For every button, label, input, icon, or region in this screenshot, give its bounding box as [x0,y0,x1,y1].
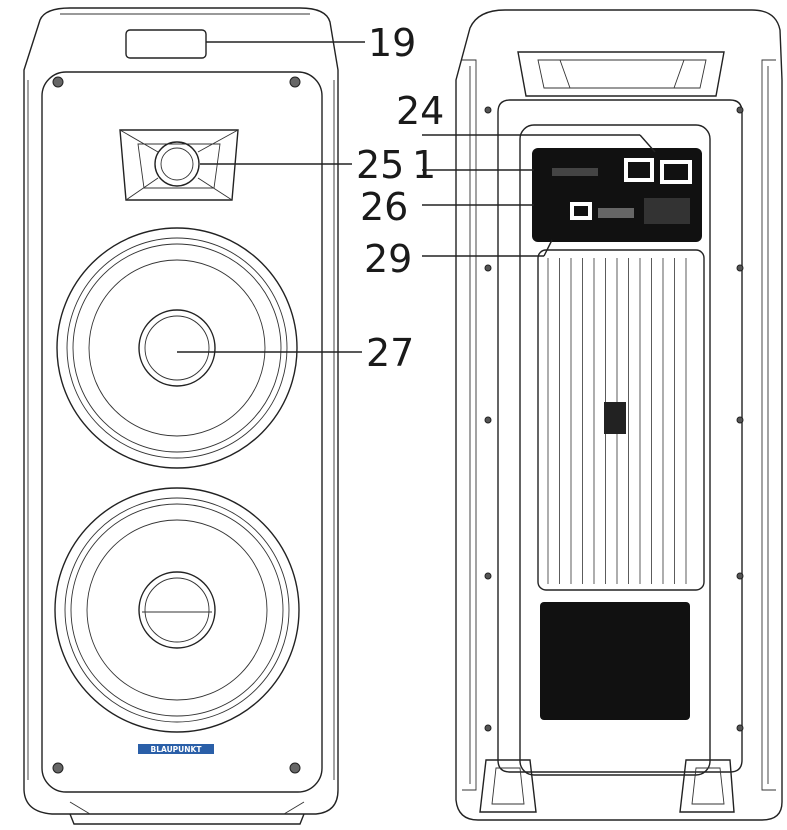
back-recess [519,124,711,776]
screw [484,264,492,272]
callout-25: 25 [356,143,404,187]
callout-labels: 19 24 25 1 26 29 27 [356,21,444,375]
rear-control-panel [532,148,702,242]
screw [484,724,492,732]
front-view: BLAUPUNKT [23,7,339,825]
lower-woofer [54,487,300,733]
back-screws [484,106,744,732]
screw [736,572,744,580]
upper-woofer [56,227,298,469]
back-top-handle [517,51,725,97]
front-grille-panel [41,71,323,793]
tweeter-horn [119,129,239,201]
screw [484,416,492,424]
rear-vent [540,602,690,720]
callout-1: 1 [412,143,436,187]
brand-logo: BLAUPUNKT [138,744,214,754]
screw [484,572,492,580]
callout-29: 29 [364,237,412,281]
brand-logo-text: BLAUPUNKT [151,745,203,754]
screw [484,106,492,114]
screw [736,264,744,272]
top-handle [125,29,207,59]
screw [736,416,744,424]
front-screws [52,76,301,774]
callout-26: 26 [360,185,408,229]
screw [736,106,744,114]
screw [736,724,744,732]
heat-sink [537,249,705,591]
callout-lines [177,41,656,353]
callout-19: 19 [368,21,416,65]
callout-27: 27 [366,331,414,375]
back-view [455,9,783,821]
callout-24: 24 [396,89,444,133]
wheels [479,759,735,813]
